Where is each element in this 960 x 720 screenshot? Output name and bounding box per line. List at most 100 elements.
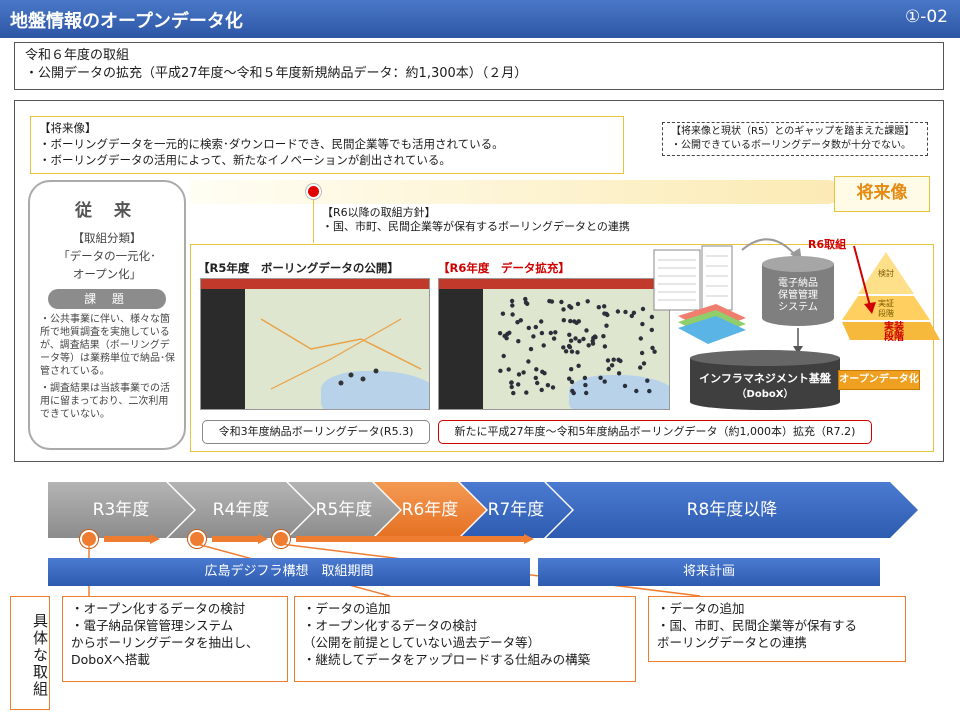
borehole-point bbox=[568, 318, 573, 324]
borehole-point bbox=[641, 361, 647, 366]
borehole-point bbox=[523, 296, 528, 302]
map-roads bbox=[260, 318, 422, 390]
storage-label-1: 電子納品 bbox=[778, 276, 818, 289]
borehole-point bbox=[609, 363, 615, 368]
borehole-point bbox=[585, 299, 590, 304]
borehole-point bbox=[524, 390, 529, 395]
borehole-point bbox=[652, 349, 657, 354]
borehole-point bbox=[584, 390, 589, 396]
borehole-point bbox=[583, 382, 588, 388]
borehole-point bbox=[569, 379, 575, 385]
borehole-point bbox=[515, 320, 520, 325]
borehole-point bbox=[553, 330, 558, 335]
r6-initiative-label: R6取組 bbox=[808, 238, 847, 251]
borehole-point bbox=[545, 383, 551, 388]
action-2-line-1: ・データの追加 bbox=[303, 601, 391, 616]
r5-map-screenshot bbox=[200, 278, 430, 410]
borehole-point bbox=[649, 314, 655, 320]
action-3-line-3: ボーリングデータとの連携 bbox=[657, 635, 807, 650]
borehole-point bbox=[639, 350, 645, 356]
borehole-point bbox=[535, 380, 540, 386]
borehole-point bbox=[567, 332, 572, 337]
borehole-point bbox=[622, 383, 628, 389]
system-diagram: 電子納品 保管管理 システム インフラマネジメント基盤 （DoboX） 検討 実… bbox=[653, 238, 940, 410]
actions-side-label: 具体な取組 bbox=[10, 596, 50, 710]
milestone-dot-r5 bbox=[272, 530, 290, 548]
borehole-point bbox=[550, 385, 556, 390]
borehole-point bbox=[561, 307, 566, 312]
borehole-point bbox=[634, 388, 639, 394]
document-sheet-icon bbox=[653, 249, 701, 311]
borehole-point bbox=[631, 310, 637, 315]
borehole-point bbox=[516, 372, 522, 377]
main-panel bbox=[14, 100, 944, 462]
r6-caption: 新たに平成27年度～令和5年度納品ボーリングデータ（約1,000本）拡充（R7.… bbox=[438, 420, 872, 444]
borehole-point bbox=[539, 330, 545, 336]
page-number: ①-02 bbox=[904, 7, 948, 27]
borehole-point bbox=[540, 369, 545, 374]
borehole-point bbox=[596, 305, 601, 310]
borehole-point bbox=[561, 318, 566, 323]
borehole-point bbox=[531, 334, 536, 339]
period-bar-current: 広島デジフラ構想 取組期間 bbox=[48, 558, 530, 586]
vision-title: 【将来像】 bbox=[39, 121, 97, 135]
borehole-point bbox=[510, 303, 515, 308]
borehole-point bbox=[497, 331, 503, 336]
borehole-point bbox=[516, 382, 521, 387]
borehole-point bbox=[498, 368, 503, 373]
curved-arrow-icon bbox=[741, 238, 797, 257]
borehole-point bbox=[640, 306, 646, 312]
borehole-point bbox=[566, 343, 572, 349]
geology-model-icon bbox=[678, 304, 746, 344]
intro-line-2: ・公開データの拡充（平成27年度～令和５年度新規納品データ：約1,300本）（２… bbox=[25, 66, 528, 81]
borehole-point bbox=[548, 330, 553, 336]
borehole-point bbox=[569, 349, 575, 354]
borehole-point bbox=[509, 298, 515, 304]
borehole-point bbox=[509, 380, 514, 385]
borehole-point bbox=[647, 388, 652, 394]
borehole-point bbox=[640, 321, 645, 327]
borehole-point bbox=[541, 343, 546, 348]
borehole-point bbox=[616, 357, 621, 362]
borehole-point bbox=[528, 346, 534, 352]
issue-note-1: ・公共事業に伴い、様々な箇所で地質調査を実施しているが、調査結果（ボーリングデー… bbox=[40, 314, 175, 377]
pyramid-mid-label-2: 段階 bbox=[878, 308, 894, 318]
action-3-line-2: ・国、市町、民間企業等が保有する bbox=[657, 618, 858, 633]
borehole-point bbox=[598, 375, 603, 380]
future-label: 将来像 bbox=[834, 176, 930, 212]
action-1-line-1: ・オープン化するデータの検討 bbox=[71, 601, 246, 616]
borehole-point bbox=[574, 320, 579, 325]
borehole-point bbox=[605, 312, 610, 318]
progress-arrow bbox=[296, 534, 534, 544]
borehole-point bbox=[650, 345, 655, 351]
borehole-point bbox=[582, 375, 588, 381]
map-borehole-points bbox=[497, 296, 657, 396]
borehole-point bbox=[502, 333, 507, 339]
borehole-point bbox=[539, 319, 544, 324]
storage-label-3: システム bbox=[778, 301, 818, 313]
r6-map-screenshot bbox=[438, 278, 670, 410]
borehole-point bbox=[606, 366, 611, 372]
map-titlebar bbox=[201, 279, 429, 289]
action-box-3: ・データの追加 ・国、市町、民間企業等が保有する ボーリングデータとの連携 bbox=[648, 596, 906, 662]
borehole-point bbox=[516, 339, 521, 344]
document-sheet-icon bbox=[701, 245, 733, 311]
pyramid-bottom-label-2: 段階 bbox=[884, 330, 904, 343]
map-sea bbox=[321, 371, 429, 409]
pyramid-bottom-label-1: 実装 bbox=[884, 320, 904, 333]
borehole-point bbox=[576, 363, 581, 368]
action-2-line-2: ・オープン化するデータの検討 bbox=[303, 618, 478, 633]
timeline-step-r3: R3年度 bbox=[48, 482, 194, 538]
borehole-point bbox=[501, 353, 506, 359]
action-3-line-1: ・データの追加 bbox=[657, 601, 745, 616]
red-arrow-icon bbox=[853, 245, 871, 307]
r5-label: 【R5年度 ボーリングデータの公開】 bbox=[198, 261, 399, 275]
current-position-dot bbox=[306, 184, 321, 199]
progress-arrow bbox=[212, 534, 268, 544]
timeline-step-r8: R8年度以降 bbox=[546, 482, 918, 538]
policy-title: 【R6以降の取組方針】 bbox=[322, 206, 436, 219]
borehole-point bbox=[645, 378, 650, 383]
map-sidebar bbox=[439, 279, 483, 409]
borehole-point bbox=[523, 300, 529, 305]
borehole-point bbox=[575, 301, 581, 307]
